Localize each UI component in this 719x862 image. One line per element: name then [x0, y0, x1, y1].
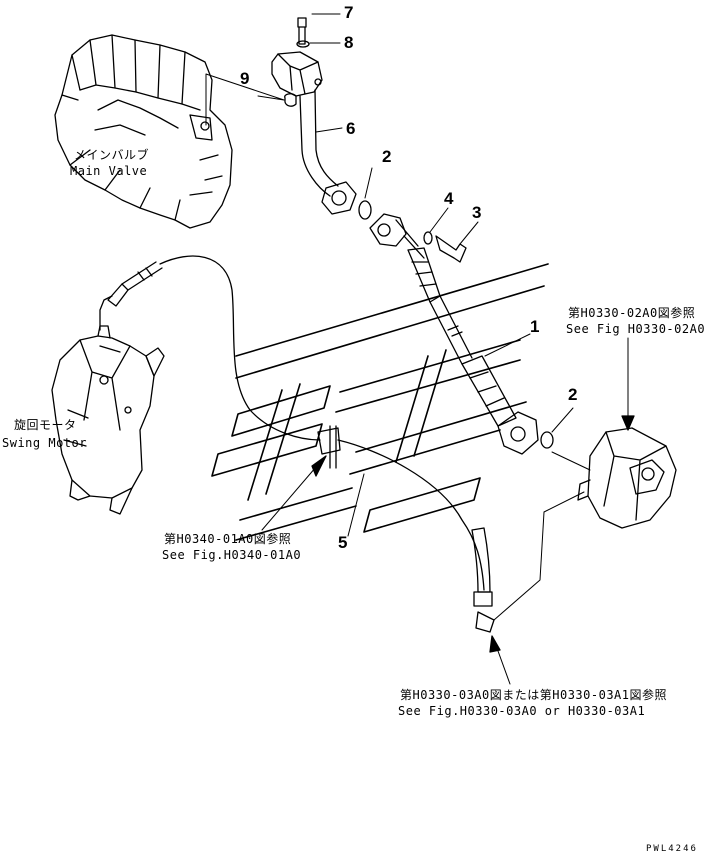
- callout-5: 5: [338, 533, 348, 552]
- ref-arrow-0340-01: [261, 459, 323, 531]
- callout-5-leader: [347, 473, 365, 537]
- ref-line-0330-03: [493, 491, 585, 621]
- drawing-code: PWL4246: [646, 844, 698, 854]
- callout-7: 7: [344, 3, 354, 22]
- callout-8: 8: [344, 33, 354, 52]
- watermark-logo: [211, 263, 549, 541]
- ref-0330-03-en: See Fig.H0330-03A0 or H0330-03A1: [398, 704, 646, 718]
- pipe-6: [299, 89, 357, 215]
- main-valve-label-en: Main Valve: [70, 164, 148, 178]
- ref-0330-03-jp: 第H0330-03A0図または第H0330-03A1図参照: [400, 688, 667, 702]
- block-fitting: [271, 17, 323, 107]
- callout-1: 1: [530, 317, 540, 336]
- callout-9-leader: [205, 73, 285, 126]
- ref-0340-01-jp: 第H0340-01A0図参照: [164, 532, 292, 546]
- hose-1: [369, 213, 539, 455]
- callout-4: 4: [444, 189, 454, 208]
- callout-3: 3: [472, 203, 482, 222]
- callout-1-leader: [484, 333, 531, 357]
- callout-6-leader: [315, 127, 343, 133]
- swing-motor-label-jp: 旋回モータ: [14, 418, 77, 432]
- ref-0330-02-en: See Fig H0330-02A0: [566, 322, 706, 336]
- callout-6: 6: [346, 119, 356, 138]
- o-ring-upper: [358, 200, 372, 220]
- ref-0340-01-en: See Fig.H0340-01A0: [162, 548, 302, 562]
- o-ring-lower: [540, 431, 554, 449]
- main-valve-label-jp: メインバルブ: [74, 148, 150, 162]
- washer-4: [423, 231, 433, 245]
- drain-hose: [99, 255, 495, 633]
- right-valve-block: [577, 427, 677, 529]
- callout-2-upper: 2: [382, 147, 392, 166]
- swing-motor-drawing: [51, 325, 165, 515]
- swing-motor-label-en: Swing Motor: [2, 436, 87, 450]
- bolt-3: [435, 235, 467, 263]
- main-valve-drawing: [54, 34, 233, 229]
- ref-0330-02-jp: 第H0330-02A0図参照: [568, 306, 696, 320]
- callout-9: 9: [240, 69, 250, 88]
- callout-2-lower: 2: [568, 385, 578, 404]
